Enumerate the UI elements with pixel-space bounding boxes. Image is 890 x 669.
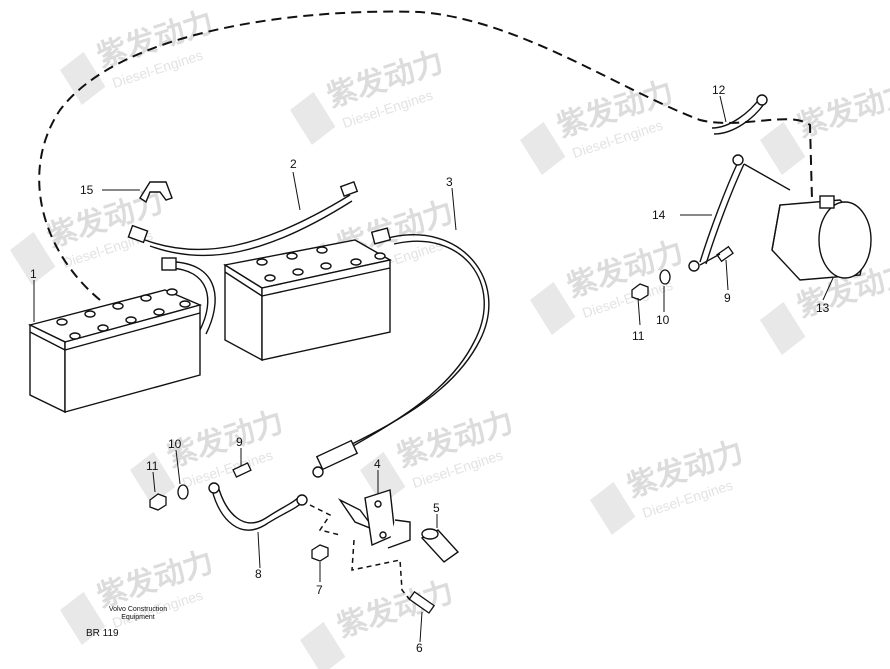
callout-11-left: 11 [146,459,159,473]
svg-text:紫发动力: 紫发动力 [793,74,890,144]
credit-line-1: Volvo Construction [108,606,168,613]
callout-14: 14 [652,208,666,222]
cable-3 [312,227,490,478]
callout-6: 6 [416,641,423,655]
callout-11-right: 11 [632,329,645,343]
nut [311,544,329,562]
terminal-cap [139,181,173,204]
callout-10-left: 10 [168,437,182,451]
plug [420,528,460,563]
callout-12: 12 [712,83,726,97]
dashed-connectors [309,504,411,601]
leader-lines [33,95,834,643]
battery-left [27,288,203,414]
callout-15: 15 [80,183,94,197]
solenoid [337,489,411,549]
battery-right [223,239,392,362]
screw [408,590,436,614]
cable-14 [688,154,791,272]
callout-3: 3 [446,175,453,189]
svg-text:紫发动力: 紫发动力 [333,574,458,644]
figure-code: BR 119 [86,628,119,639]
fasteners-right [631,245,734,301]
publisher-credit: Volvo Construction Equipment [78,606,198,622]
callout-10-right: 10 [656,313,670,327]
callout-13: 13 [816,301,830,315]
callout-1: 1 [30,267,37,281]
callout-4: 4 [374,457,381,471]
credit-line-2: Equipment [121,614,155,621]
callouts: 1 2 3 4 5 6 7 8 9 10 11 12 13 14 9 10 11… [30,83,830,655]
callout-9-left: 9 [236,435,243,449]
callout-5: 5 [433,501,440,515]
link-cable [161,257,216,335]
callout-8: 8 [255,567,262,581]
callout-2: 2 [290,157,297,171]
jumper-cable [127,181,359,257]
cable-8 [208,482,308,531]
main-cable-dashed [38,10,813,301]
fasteners-left [149,462,252,511]
starter-motor [771,195,872,281]
callout-9-right: 9 [724,291,731,305]
callout-7: 7 [316,583,323,597]
cable-12 [711,94,768,135]
